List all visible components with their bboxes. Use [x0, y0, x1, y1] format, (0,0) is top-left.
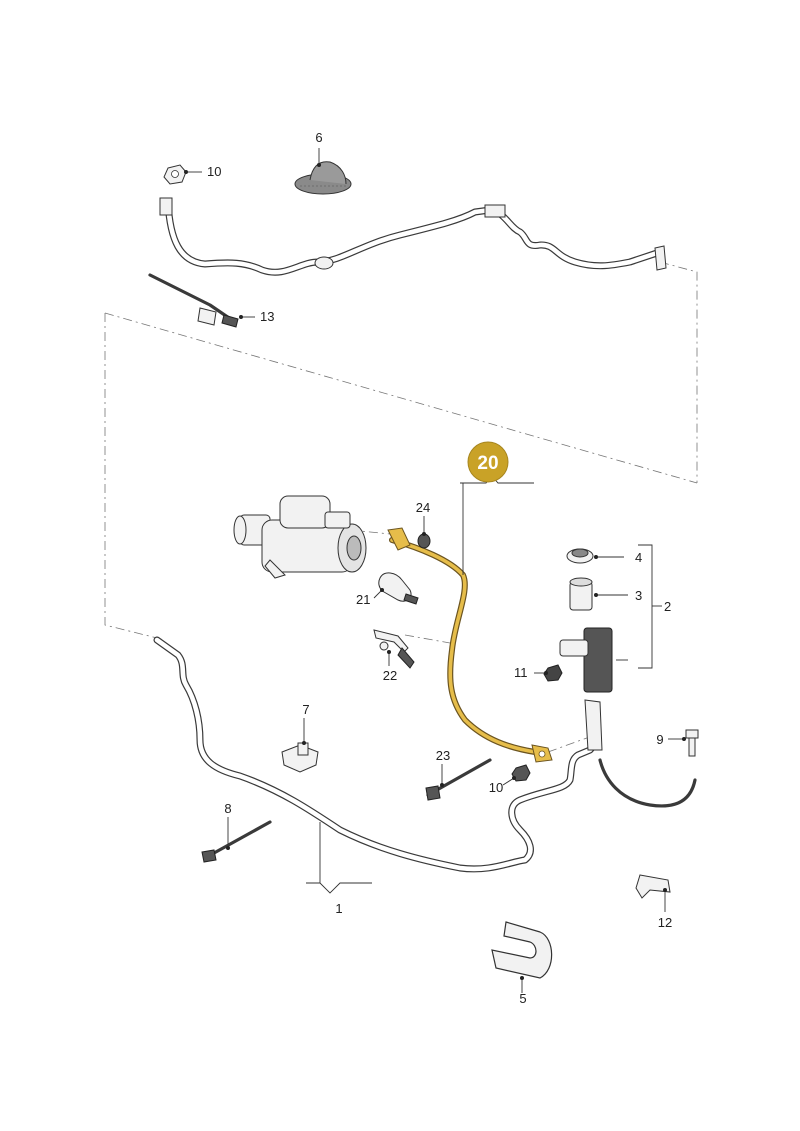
lower-cable-harness-part-1 [153, 636, 697, 873]
callout-12[interactable]: 12 [658, 915, 672, 930]
callout-9[interactable]: 9 [656, 732, 663, 747]
cable-tie-part-23 [425, 758, 492, 801]
callout-5[interactable]: 5 [519, 991, 526, 1006]
sensor-part-21 [378, 572, 419, 605]
callout-8[interactable]: 8 [224, 801, 231, 816]
callout-6[interactable]: 6 [315, 130, 322, 145]
bolt-part-9 [685, 729, 699, 757]
bracket-part-22 [373, 629, 415, 669]
nut-part-10-top [163, 164, 187, 185]
clamp-part-5 [491, 921, 553, 979]
callout-13[interactable]: 13 [260, 309, 274, 324]
callout-24[interactable]: 24 [416, 500, 430, 515]
callout-labels: 6 10 13 24 21 22 4 3 2 11 7 9 23 10 8 1 … [207, 130, 672, 1006]
callout-22[interactable]: 22 [383, 668, 397, 683]
callout-21[interactable]: 21 [356, 592, 370, 607]
upper-cable-harness [159, 197, 667, 276]
bracket-part-12 [635, 874, 671, 899]
cable-tie-part-8 [201, 820, 272, 863]
clip-part-7 [281, 742, 319, 773]
leader-lines [186, 148, 684, 993]
callout-2[interactable]: 2 [664, 599, 671, 614]
nut-part-24 [417, 533, 431, 549]
starter-motor [233, 495, 367, 579]
callout-10-top[interactable]: 10 [207, 164, 221, 179]
ground-strap-part-20 [387, 527, 553, 763]
leader-dots [184, 163, 686, 980]
callout-4[interactable]: 4 [635, 550, 642, 565]
relay-assembly-part-2 [543, 548, 613, 693]
callout-1[interactable]: 1 [335, 901, 342, 916]
callout-23[interactable]: 23 [436, 748, 450, 763]
grommet-part-6 [294, 161, 352, 195]
callout-7[interactable]: 7 [302, 702, 309, 717]
callout-11[interactable]: 11 [514, 665, 528, 680]
callout-3[interactable]: 3 [635, 588, 642, 603]
nut-part-10-lower [511, 764, 531, 782]
badge-label: 20 [477, 453, 498, 474]
callout-10-lower[interactable]: 10 [489, 780, 503, 795]
cable-tie-part-13 [148, 273, 239, 328]
highlight-badge-20[interactable]: 20 [467, 441, 509, 483]
